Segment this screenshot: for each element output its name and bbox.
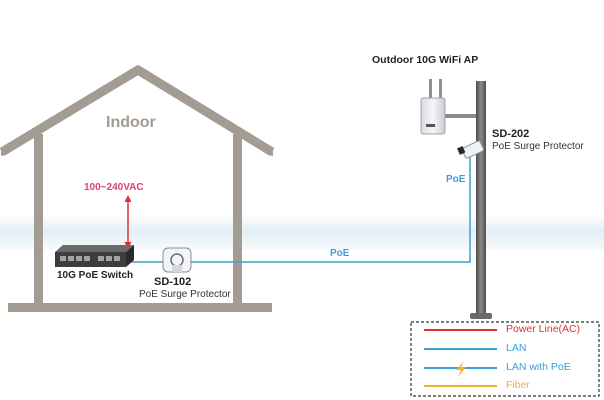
legend-label-lan: LAN bbox=[506, 342, 527, 354]
sd-202-body bbox=[461, 140, 485, 159]
switch-port bbox=[114, 256, 120, 261]
house bbox=[0, 65, 275, 312]
switch-port bbox=[76, 256, 82, 261]
house-title: Indoor bbox=[106, 114, 156, 131]
switch-device bbox=[55, 245, 134, 267]
ap-body bbox=[420, 97, 446, 135]
switch-port bbox=[60, 256, 66, 261]
sd-102-port bbox=[172, 265, 182, 272]
house-roof-line bbox=[0, 65, 275, 156]
pole-base bbox=[470, 313, 492, 319]
legend-label-lan-with-poe: LAN with PoE bbox=[506, 361, 571, 373]
sd-202-device bbox=[457, 140, 485, 159]
switch-port bbox=[98, 256, 104, 261]
pole-arm bbox=[438, 114, 476, 118]
sd-102-device bbox=[162, 247, 192, 273]
house-wall-right bbox=[233, 134, 242, 304]
lightning-icon bbox=[456, 361, 466, 377]
legend-label-fiber: Fiber bbox=[506, 379, 530, 391]
legend-label-power-line: Power Line(AC) bbox=[506, 323, 581, 335]
poe-label-vertical: PoE bbox=[446, 174, 466, 185]
pole bbox=[438, 81, 492, 319]
ap-device bbox=[420, 79, 446, 135]
ap-logo bbox=[426, 124, 435, 127]
sd-202-model: SD-202 bbox=[492, 128, 530, 140]
switch-port bbox=[84, 256, 90, 261]
voltage-label: 100~240VAC bbox=[84, 182, 144, 193]
switch-front bbox=[55, 252, 126, 267]
switch-label: 10G PoE Switch bbox=[57, 270, 134, 281]
ap-antenna-right bbox=[439, 79, 442, 101]
legend-box bbox=[410, 321, 600, 397]
pole-shaft bbox=[476, 81, 486, 316]
poe-label-horizontal: PoE bbox=[330, 248, 350, 259]
ap-antenna-left bbox=[429, 79, 432, 101]
switch-port bbox=[106, 256, 112, 261]
sd-102-desc: PoE Surge Protector bbox=[139, 289, 231, 300]
sd-102-model: SD-102 bbox=[154, 276, 192, 288]
ground-band bbox=[0, 215, 604, 250]
power-arrow-up-icon bbox=[124, 195, 132, 202]
sd-202-cap bbox=[457, 146, 466, 155]
sd-202-desc: PoE Surge Protector bbox=[492, 141, 584, 152]
ap-title: Outdoor 10G WiFi AP bbox=[372, 54, 479, 66]
house-wall-left bbox=[34, 134, 43, 304]
switch-side bbox=[126, 245, 134, 267]
switch-top bbox=[55, 245, 134, 252]
house-floor bbox=[8, 303, 272, 312]
switch-port bbox=[68, 256, 74, 261]
